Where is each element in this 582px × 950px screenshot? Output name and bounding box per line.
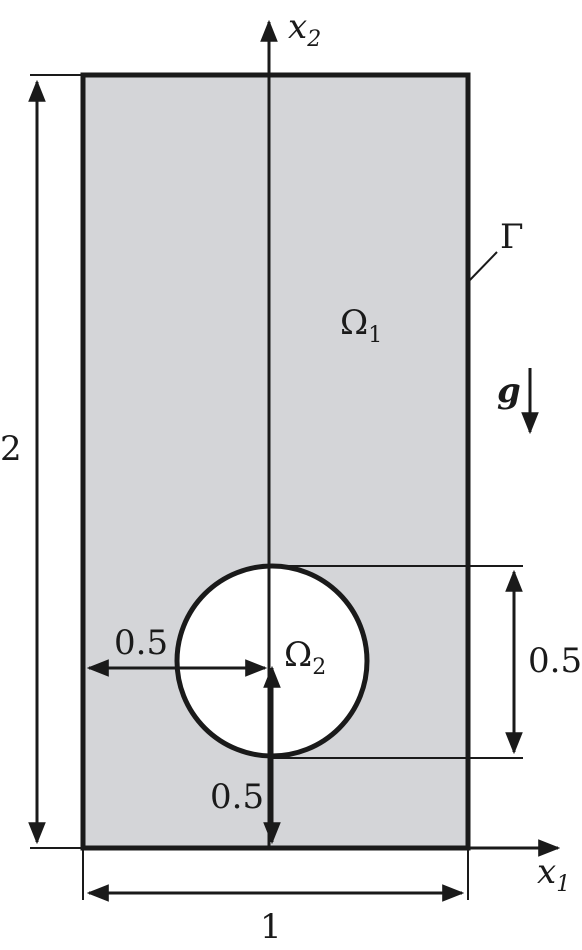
omega1-label: Ω1 [340, 303, 382, 348]
boundary-leader-line [467, 251, 498, 283]
height-dimension-label: 2 [0, 429, 22, 469]
hole-diameter-label: 0.5 [528, 641, 582, 681]
boundary-label: Γ [500, 217, 524, 257]
x1-axis-label: x1 [537, 852, 570, 897]
omega2-label: Ω2 [284, 635, 326, 680]
hole-x-offset-label: 0.5 [114, 623, 168, 663]
width-dimension-label: 1 [260, 907, 282, 947]
gravity-label: g [497, 371, 521, 411]
x2-axis-label: x2 [288, 7, 321, 52]
hole-y-offset-label: 0.5 [210, 777, 264, 817]
